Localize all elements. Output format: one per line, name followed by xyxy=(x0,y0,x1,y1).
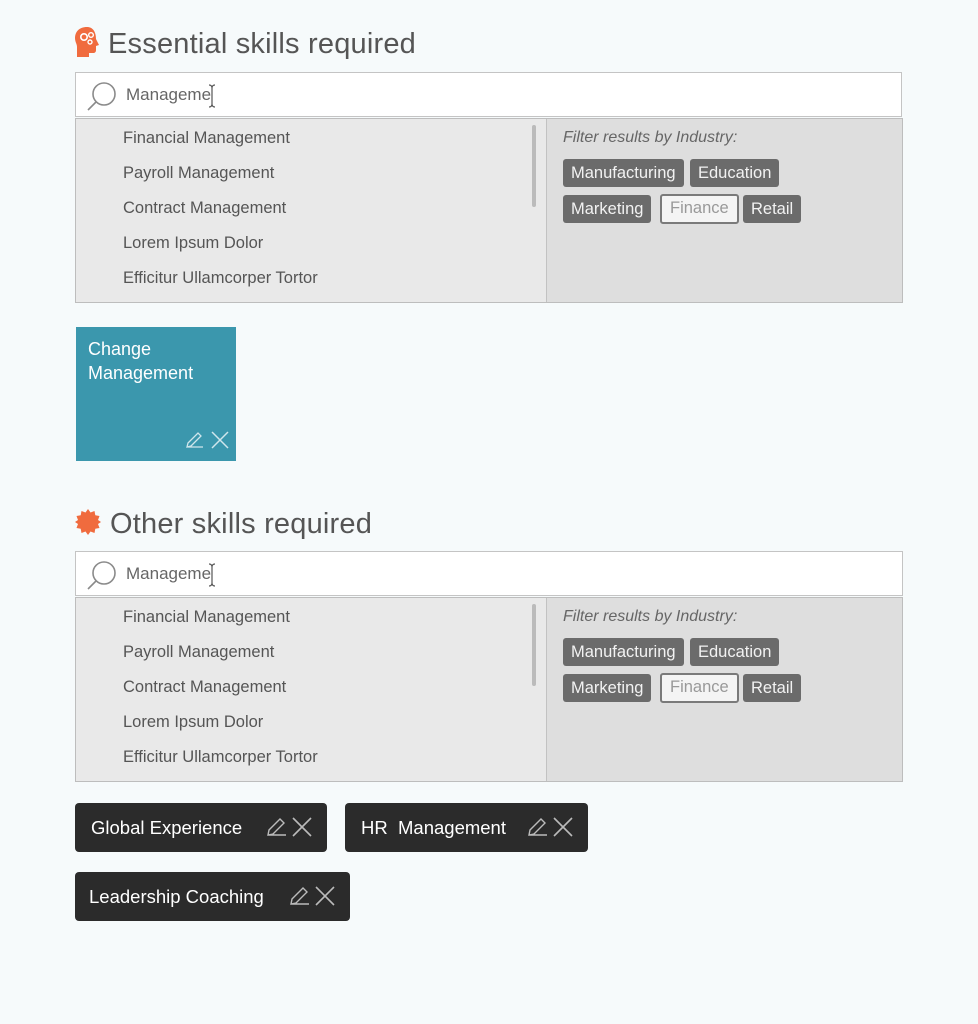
selected-skill-tile: Change Management xyxy=(76,327,236,461)
result-item[interactable]: Lorem Ipsum Dolor xyxy=(123,713,264,731)
industry-filter-panel: Filter results by Industry: Manufacturin… xyxy=(546,119,902,302)
pencil-icon[interactable] xyxy=(184,430,204,455)
pencil-icon[interactable] xyxy=(265,816,287,843)
industry-chip-manufacturing[interactable]: Manufacturing xyxy=(563,638,684,666)
skill-label: Change Management xyxy=(88,339,194,383)
result-item[interactable]: Efficitur Ullamcorper Tortor xyxy=(123,269,318,287)
other-skills-header: Other skills required xyxy=(74,508,372,541)
industry-chip-marketing[interactable]: Marketing xyxy=(563,674,652,702)
industry-filter-panel: Filter results by Industry: Manufacturin… xyxy=(546,598,902,781)
close-icon[interactable] xyxy=(552,816,574,843)
other-skills-title: Other skills required xyxy=(110,508,373,540)
other-search-field[interactable]: Manageme xyxy=(75,551,903,596)
skill-label: HR Management xyxy=(361,816,506,838)
pencil-icon[interactable] xyxy=(288,885,310,912)
industry-chip-manufacturing[interactable]: Manufacturing xyxy=(563,159,684,187)
industry-chip-retail[interactable]: Retail xyxy=(743,674,802,702)
results-list: Financial Management Payroll Management … xyxy=(76,598,546,781)
industry-chip-marketing[interactable]: Marketing xyxy=(563,195,652,223)
essential-results-dropdown: Financial Management Payroll Management … xyxy=(75,118,903,303)
other-results-dropdown: Financial Management Payroll Management … xyxy=(75,597,903,782)
result-item[interactable]: Efficitur Ullamcorper Tortor xyxy=(123,748,318,766)
results-scrollbar[interactable] xyxy=(532,604,536,686)
skill-label: Leadership Coaching xyxy=(89,885,264,907)
search-icon xyxy=(86,560,118,597)
results-list: Financial Management Payroll Management … xyxy=(76,119,546,302)
industry-chip-finance[interactable]: Finance xyxy=(660,194,739,224)
essential-skills-header: Essential skills required xyxy=(74,26,416,63)
essential-skills-title: Essential skills required xyxy=(108,28,417,60)
text-cursor-icon xyxy=(208,563,216,592)
result-item[interactable]: Financial Management xyxy=(123,129,290,147)
pencil-icon[interactable] xyxy=(526,816,548,843)
filter-title: Filter results by Industry: xyxy=(563,608,738,625)
badge-icon xyxy=(74,508,102,541)
result-item[interactable]: Financial Management xyxy=(123,608,290,626)
text-cursor-icon xyxy=(208,84,216,113)
other-search-input[interactable]: Manageme xyxy=(126,564,212,583)
filter-title: Filter results by Industry: xyxy=(563,129,738,146)
close-icon[interactable] xyxy=(314,885,336,912)
result-item[interactable]: Payroll Management xyxy=(123,164,275,182)
result-item[interactable]: Payroll Management xyxy=(123,643,275,661)
close-icon[interactable] xyxy=(291,816,313,843)
industry-chip-finance[interactable]: Finance xyxy=(660,673,739,703)
head-gears-icon xyxy=(74,26,100,63)
search-icon xyxy=(86,81,118,118)
result-item[interactable]: Contract Management xyxy=(123,678,287,696)
essential-search-field[interactable]: Manageme xyxy=(75,72,902,117)
industry-chip-education[interactable]: Education xyxy=(690,638,780,666)
industry-chip-education[interactable]: Education xyxy=(690,159,780,187)
result-item[interactable]: Contract Management xyxy=(123,199,287,217)
selected-skill-tag: Global Experience xyxy=(75,803,327,852)
industry-chip-retail[interactable]: Retail xyxy=(743,195,802,223)
essential-search-input[interactable]: Manageme xyxy=(126,85,212,104)
selected-skill-tag: Leadership Coaching xyxy=(75,872,350,921)
results-scrollbar[interactable] xyxy=(532,125,536,207)
result-item[interactable]: Lorem Ipsum Dolor xyxy=(123,234,264,252)
close-icon[interactable] xyxy=(210,430,230,455)
skill-label: Global Experience xyxy=(91,816,243,838)
selected-skill-tag: HR Management xyxy=(345,803,588,852)
